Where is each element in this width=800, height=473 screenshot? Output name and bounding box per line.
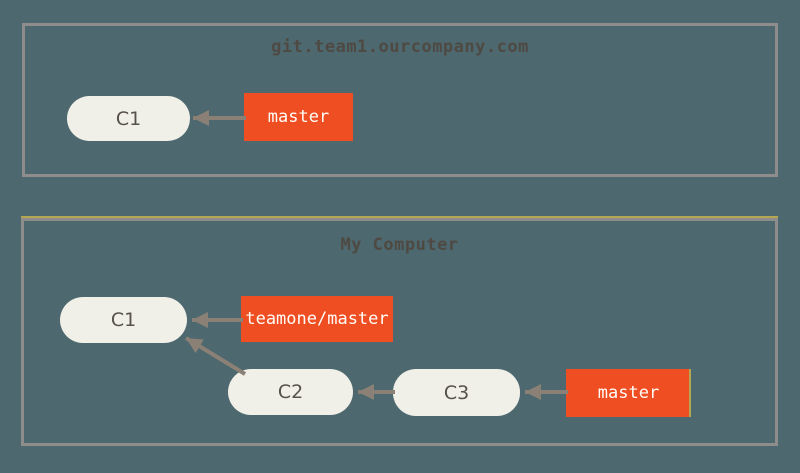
branch-label-text: master <box>597 383 660 403</box>
local-computer-panel: My Computer C1 teamone/master C2 C3 mast… <box>21 216 778 446</box>
remote-branch-label-master: master <box>244 93 353 141</box>
local-commit-node-c1: C1 <box>60 297 187 343</box>
commit-label: C3 <box>443 381 470 404</box>
local-computer-title: My Computer <box>340 235 459 255</box>
commit-label: C1 <box>110 309 137 331</box>
yellow-highlight-edge <box>689 369 691 417</box>
local-commit-node-c2: C2 <box>228 369 353 415</box>
commit-label: C2 <box>277 381 304 403</box>
local-branch-label-master: master <box>566 369 691 417</box>
remote-server-panel: git.team1.ourcompany.com C1 master <box>22 23 778 177</box>
remote-server-title: git.team1.ourcompany.com <box>271 37 529 57</box>
branch-label-text: master <box>267 107 330 127</box>
local-commit-node-c3: C3 <box>393 369 520 416</box>
remote-tracking-branch-label-teamone-master: teamone/master <box>241 296 393 342</box>
commit-label: C1 <box>115 107 142 130</box>
branch-label-text: teamone/master <box>245 309 389 329</box>
remote-commit-node-c1: C1 <box>67 96 190 141</box>
yellow-highlight-line <box>21 216 778 218</box>
